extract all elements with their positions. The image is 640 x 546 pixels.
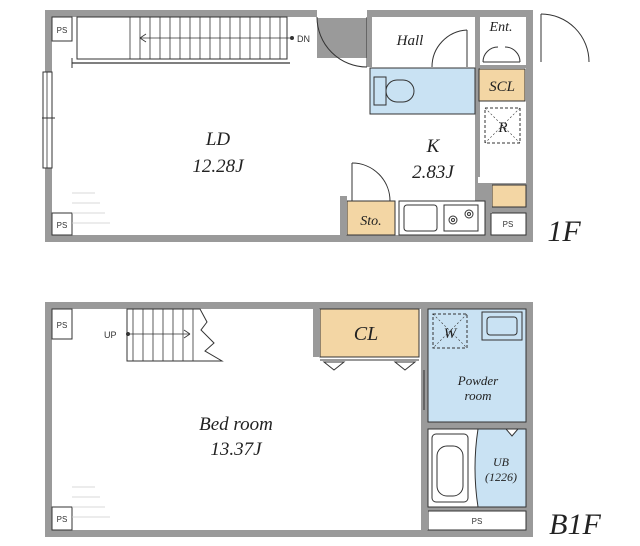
svg-text:(1226): (1226) — [485, 470, 517, 484]
floor-b1f: PS PS PS PS — [45, 302, 601, 541]
floor-1f: PS PS PS — [42, 10, 590, 248]
svg-text:PS: PS — [57, 26, 68, 35]
svg-text:UB: UB — [493, 455, 510, 469]
svg-text:13.37J: 13.37J — [210, 439, 263, 460]
hall-label: Hall — [396, 33, 424, 49]
svg-text:Powder: Powder — [457, 373, 499, 388]
sink-icon — [403, 204, 438, 232]
door-swing-icon — [351, 162, 391, 202]
washer-space: W — [432, 313, 468, 349]
entrance-area — [478, 17, 526, 65]
svg-text:K: K — [426, 136, 441, 157]
stair-dn-label: DN — [297, 34, 310, 44]
svg-text:2.83J: 2.83J — [412, 162, 455, 183]
ps-1f-bottom-right: PS — [490, 212, 527, 236]
scl-storage — [478, 68, 526, 102]
toilet-icon — [373, 76, 415, 106]
entrance-label: Ent. — [489, 20, 513, 35]
floor-1f-label: 1F — [547, 215, 581, 248]
door-swing-icon — [482, 46, 521, 63]
window-icon — [42, 71, 55, 169]
kitchen-room: K 2.83J — [412, 136, 455, 183]
stove-icon — [443, 204, 479, 232]
svg-text:PS: PS — [503, 220, 514, 229]
refrigerator-space: R — [484, 107, 521, 144]
floor-b1f-label: B1F — [549, 508, 601, 541]
svg-text:R: R — [497, 120, 507, 136]
svg-text:PS: PS — [57, 515, 68, 524]
basin-icon — [481, 311, 523, 341]
svg-text:room: room — [465, 388, 492, 403]
svg-text:LD: LD — [205, 129, 231, 150]
svg-text:PS: PS — [472, 517, 483, 526]
bedroom: Bed room 13.37J — [199, 414, 273, 460]
svg-text:PS: PS — [57, 221, 68, 230]
svg-text:Bed room: Bed room — [199, 414, 273, 435]
scl-label: SCL — [489, 79, 515, 95]
ps-b1f-bottom-right: PS — [427, 510, 527, 531]
closet-label: CL — [354, 323, 378, 345]
ld-room: LD 12.28J — [192, 129, 245, 177]
storage-sto — [346, 200, 396, 236]
stair-icon — [71, 16, 294, 68]
closet-cl — [319, 308, 420, 358]
svg-text:W: W — [444, 326, 458, 342]
ps-1f-bottom-left: PS — [51, 212, 73, 236]
kitchen-counter — [398, 200, 486, 236]
stair-up-label: UP — [104, 330, 117, 340]
svg-text:12.28J: 12.28J — [192, 156, 245, 177]
svg-text:PS: PS — [57, 321, 68, 330]
door-swing-icon — [431, 29, 468, 68]
door-swing-icon — [320, 359, 419, 371]
storage-sto-label: Sto. — [360, 214, 381, 229]
stair-icon — [126, 308, 224, 362]
small-storage-right — [491, 184, 527, 208]
ps-1f-top-left: PS — [51, 16, 73, 42]
ps-b1f-top-left: PS — [51, 308, 73, 340]
bathtub-icon — [431, 433, 469, 503]
ps-b1f-bottom-left: PS — [51, 506, 73, 531]
